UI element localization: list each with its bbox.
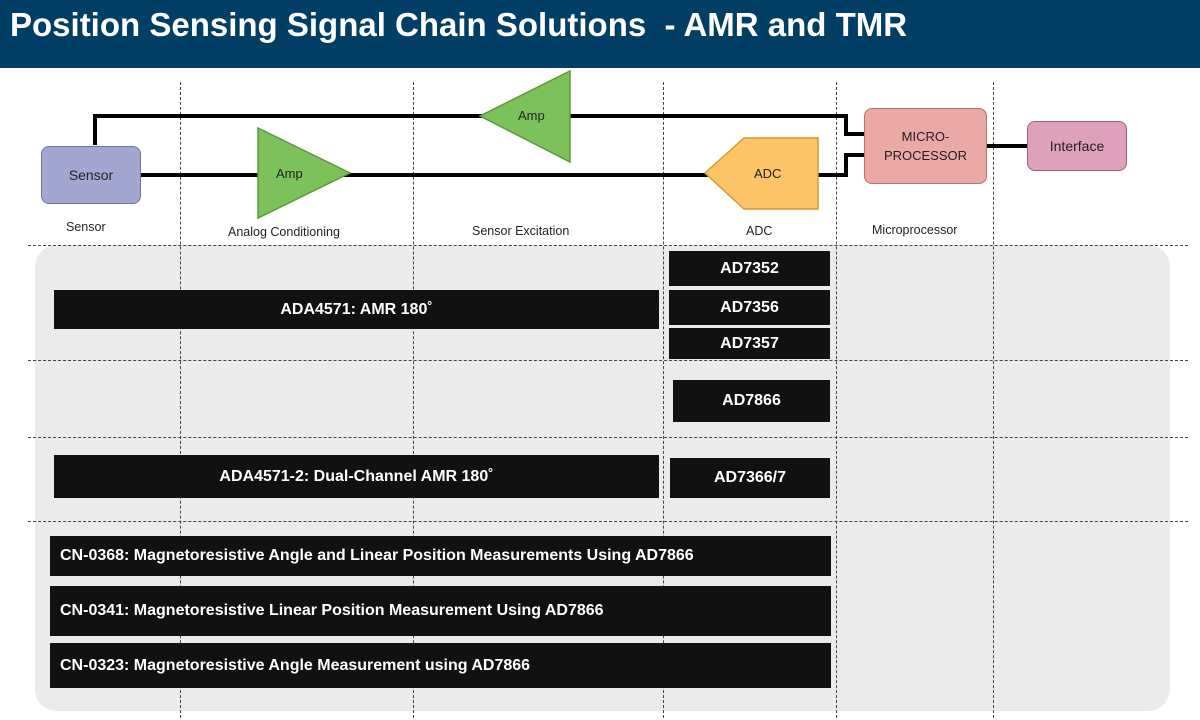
column-label-excitation: Sensor Excitation	[472, 224, 570, 238]
column-label-micro: Microprocessor	[872, 223, 958, 237]
microprocessor-block: MICRO- PROCESSOR	[864, 108, 987, 184]
product-bar-ad7866: AD7866	[673, 380, 830, 422]
row-divider	[28, 245, 1188, 246]
row-divider	[28, 360, 1188, 361]
column-divider	[663, 82, 664, 718]
amp-conditioning-label: Amp	[276, 166, 303, 181]
product-bar-ad7357: AD7357	[669, 328, 830, 359]
row-divider	[28, 437, 1188, 438]
circuit-note-cn0341: CN-0341: Magnetoresistive Linear Positio…	[50, 586, 831, 636]
sensor-signal-line	[140, 153, 866, 177]
sensor-block-label: Sensor	[68, 167, 114, 183]
column-label-analog: Analog Conditioning	[228, 225, 340, 239]
column-divider	[180, 82, 181, 718]
header-bar: Position Sensing Signal Chain Solutions …	[0, 0, 1200, 68]
column-divider	[993, 82, 994, 718]
product-bar-ad7356: AD7356	[669, 290, 830, 325]
page-title: Position Sensing Signal Chain Solutions …	[10, 6, 908, 43]
column-label-adc: ADC	[746, 224, 773, 238]
adc-block-label: ADC	[754, 166, 782, 181]
adc-shape	[703, 137, 819, 210]
sensor-block: Sensor	[41, 146, 141, 204]
column-label-sensor: Sensor	[66, 220, 106, 234]
circuit-note-cn0323: CN-0323: Magnetoresistive Angle Measurem…	[50, 643, 831, 688]
product-bar-ad7366: AD7366/7	[670, 458, 830, 498]
column-divider	[836, 82, 837, 718]
product-bar-ada4571: ADA4571: AMR 180˚	[54, 290, 659, 329]
row-divider	[28, 521, 1188, 522]
excitation-signal-line	[93, 114, 866, 145]
product-bar-ad7352: AD7352	[669, 251, 830, 286]
column-divider	[413, 82, 414, 718]
amp-excitation-label: Amp	[518, 108, 545, 123]
circuit-note-cn0368: CN-0368: Magnetoresistive Angle and Line…	[50, 536, 831, 576]
interface-block-label: Interface	[1049, 138, 1105, 154]
amp-excitation-shape	[478, 69, 571, 164]
amp-conditioning-shape	[257, 126, 352, 220]
product-bar-ada4571-2: ADA4571-2: Dual-Channel AMR 180˚	[54, 455, 659, 498]
interface-block: Interface	[1027, 121, 1127, 171]
microprocessor-block-label: MICRO- PROCESSOR	[883, 129, 968, 163]
